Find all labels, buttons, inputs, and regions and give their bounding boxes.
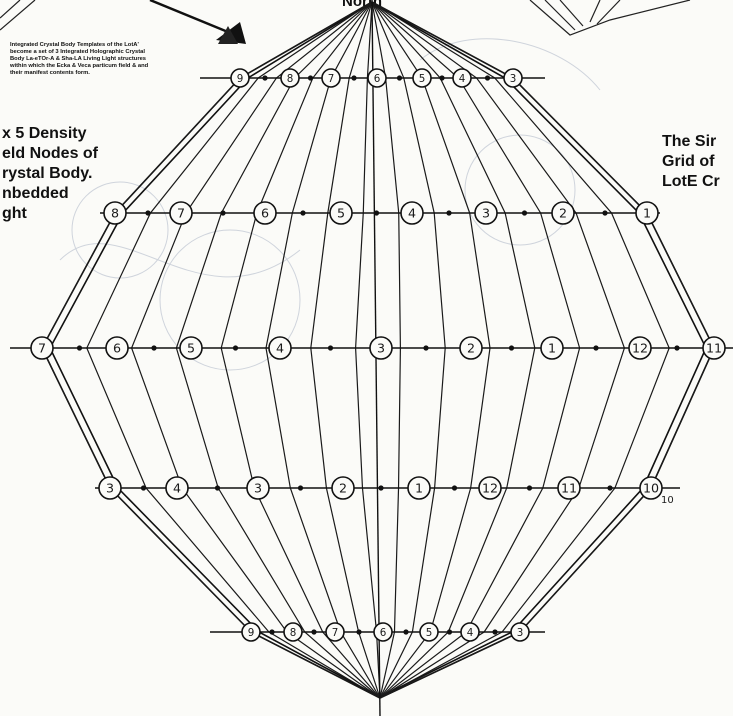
meridian-line	[87, 2, 380, 698]
left-caption-line: rystal Body.	[2, 165, 92, 182]
tiny-note-line: Integrated Crystal Body Templates of the…	[10, 42, 139, 48]
minor-node	[328, 345, 333, 350]
minor-node	[509, 345, 514, 350]
right-caption-line: The Sir	[662, 133, 716, 150]
grid-node-label: 5	[419, 73, 426, 85]
grid-node-label: 5	[426, 627, 433, 639]
right-caption: The Sir Grid of LotE Cr	[662, 133, 720, 190]
minor-node	[423, 345, 428, 350]
tiny-note-line: Body La-eTOr-A & Sha-LA Living Light str…	[10, 56, 146, 62]
grid-node-label: 4	[408, 206, 416, 221]
right-caption-line: Grid of	[662, 153, 715, 170]
grid-node-label: 7	[38, 341, 46, 356]
grid-node-label: 4	[173, 481, 181, 496]
grid-node-label: 3	[106, 481, 114, 496]
grid-node-label: 6	[261, 206, 269, 221]
minor-node	[262, 75, 267, 80]
minor-node	[452, 485, 457, 490]
minor-node	[298, 485, 303, 490]
grid-node-label: 9	[237, 73, 244, 85]
tiny-note: Integrated Crystal Body Templates of the…	[9, 42, 149, 76]
minor-node	[397, 75, 402, 80]
minor-node	[311, 629, 316, 634]
subscript-note: 10	[661, 495, 674, 506]
tiny-note-line: become a set of 3 Integrated Holographic…	[10, 49, 145, 55]
minor-node	[378, 485, 383, 490]
minor-node	[300, 210, 305, 215]
background-ornament	[60, 39, 600, 370]
grid-node-label: 1	[415, 481, 423, 496]
grid-node-label: 7	[177, 206, 185, 221]
minor-node	[220, 210, 225, 215]
minor-node	[522, 210, 527, 215]
minor-node	[269, 629, 274, 634]
grid-node-label: 3	[510, 73, 517, 85]
grid-node-label: 6	[374, 73, 381, 85]
left-caption-line: nbedded	[2, 185, 69, 202]
meridian-line	[372, 2, 669, 698]
grid-node-label: 2	[559, 206, 567, 221]
grid-node-label: 4	[276, 341, 284, 356]
grid-node-label: 12	[632, 341, 648, 356]
grid-node-label: 6	[113, 341, 121, 356]
grid-node-label: 12	[482, 481, 498, 496]
grid-node-label: 4	[459, 73, 466, 85]
left-caption-line: x 5 Density	[2, 125, 87, 142]
grid-node-label: 6	[380, 627, 387, 639]
grid-node-label: 3	[254, 481, 262, 496]
minor-node	[308, 75, 313, 80]
grid-node-label: 3	[517, 627, 524, 639]
minor-node	[233, 345, 238, 350]
arrow-icon	[150, 0, 246, 44]
grid-node-label: 2	[339, 481, 347, 496]
minor-node	[674, 345, 679, 350]
minor-node	[602, 210, 607, 215]
minor-node	[447, 629, 452, 634]
minor-node	[607, 485, 612, 490]
grid-node-label: 5	[187, 341, 195, 356]
grid-node-label: 3	[377, 341, 385, 356]
grid-node-label: 8	[287, 73, 294, 85]
left-caption: x 5 Density eld Nodes of rystal Body. nb…	[2, 125, 99, 222]
grid-node-label: 1	[548, 341, 556, 356]
minor-node	[527, 485, 532, 490]
minor-node	[439, 75, 444, 80]
grid-node-label: 8	[290, 627, 297, 639]
minor-node	[145, 210, 150, 215]
grid-node-label: 5	[337, 206, 345, 221]
minor-node	[403, 629, 408, 634]
grid-node-label: 7	[328, 73, 335, 85]
grid-node-label: 3	[482, 206, 490, 221]
meridian-line	[132, 2, 380, 698]
grid-node-label: 9	[248, 627, 255, 639]
node-grid: 9 8 7 6 5 4 3 8 7 6 5 4 3 2 1 7 6 5 4 3 2 1 12 11 3 4 3 2 1 12 11 10 9 8 7…	[10, 0, 733, 716]
grid-node-label: 11	[561, 481, 577, 496]
grid-node-label: 2	[467, 341, 475, 356]
tiny-note-line: within which the Ecka & Veca particum fi…	[9, 63, 149, 69]
minor-node	[215, 485, 220, 490]
minor-node	[151, 345, 156, 350]
left-caption-line: ght	[2, 205, 28, 222]
minor-node	[492, 629, 497, 634]
right-caption-line: LotE Cr	[662, 173, 720, 190]
left-caption-line: eld Nodes of	[2, 145, 99, 162]
minor-node	[141, 485, 146, 490]
minor-node	[593, 345, 598, 350]
grid-node-label: 10	[643, 481, 659, 496]
grid-node-label: 1	[643, 206, 651, 221]
minor-node	[77, 345, 82, 350]
minor-node	[374, 210, 379, 215]
grid-node-label: 4	[467, 627, 474, 639]
grid-node-label: 8	[111, 206, 119, 221]
grid-node-label: 7	[332, 627, 339, 639]
minor-node	[446, 210, 451, 215]
grid-node-label: 11	[706, 341, 722, 356]
minor-node	[356, 629, 361, 634]
minor-node	[351, 75, 356, 80]
tiny-note-line: their manifest contents form.	[10, 70, 90, 76]
minor-node	[485, 75, 490, 80]
